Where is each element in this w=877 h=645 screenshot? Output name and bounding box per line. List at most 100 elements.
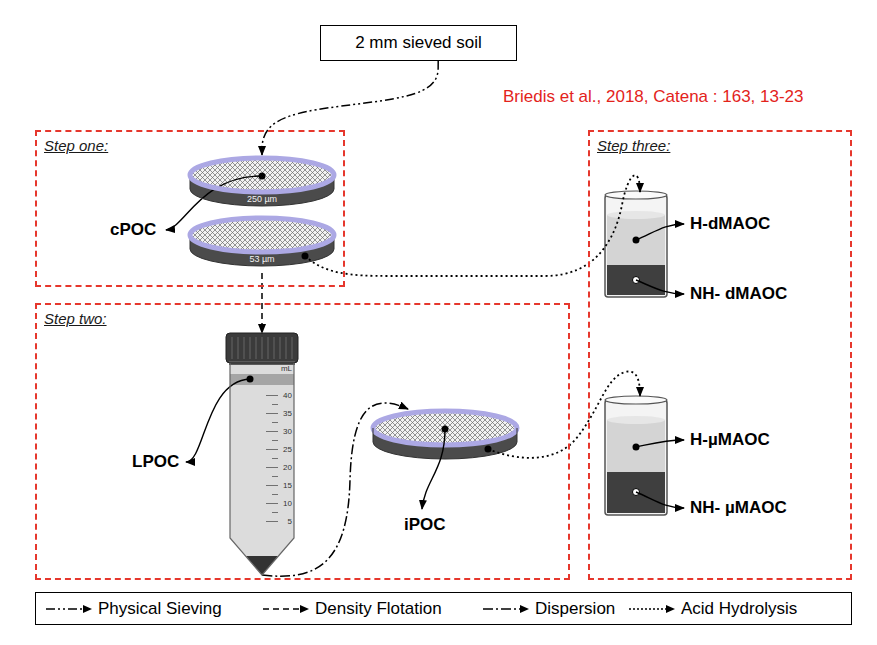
cap-ridge bbox=[244, 337, 245, 359]
beaker-solution bbox=[607, 420, 665, 472]
tube-scale: 15 bbox=[283, 481, 292, 490]
tube-scale: mL bbox=[281, 364, 292, 373]
tube-scale: 5 bbox=[288, 517, 292, 526]
tube-wall bbox=[230, 363, 294, 575]
cap-ridge bbox=[238, 337, 239, 359]
sieve: 53 µm bbox=[187, 215, 337, 273]
scale-tick bbox=[266, 395, 278, 396]
tube-body bbox=[230, 363, 294, 575]
leader-line bbox=[422, 429, 445, 509]
tube-scale: 25 bbox=[283, 445, 292, 454]
scale-tick bbox=[266, 521, 278, 522]
cap-ridge bbox=[250, 337, 251, 359]
tube-scale: 40 bbox=[283, 391, 292, 400]
tube-pellet bbox=[246, 556, 278, 575]
sieve-outline bbox=[187, 155, 337, 213]
leader-line bbox=[186, 379, 250, 462]
scale-tick bbox=[272, 458, 278, 459]
cap-ridge bbox=[268, 337, 269, 359]
scale-tick bbox=[266, 467, 278, 468]
beaker-solution-top bbox=[607, 416, 665, 424]
legend-sample bbox=[46, 603, 92, 615]
step-heading: Step one: bbox=[44, 137, 108, 155]
legend-text: Density Flotation bbox=[315, 599, 442, 619]
sieve: 250 µm bbox=[187, 155, 337, 213]
scale-tick bbox=[266, 413, 278, 414]
legend-line bbox=[483, 608, 521, 610]
sieve-ring bbox=[190, 218, 334, 252]
legend-line bbox=[263, 608, 301, 610]
legend-item: Acid Hydrolysis bbox=[629, 593, 797, 624]
legend-item: Physical Sieving bbox=[46, 593, 222, 624]
scale-tick bbox=[272, 404, 278, 405]
sieve-outline bbox=[187, 215, 337, 273]
legend-sample bbox=[263, 603, 309, 615]
legend-arrow-head bbox=[520, 605, 529, 613]
float-layer bbox=[230, 374, 294, 385]
tube-cap bbox=[226, 333, 298, 363]
beaker bbox=[605, 400, 667, 515]
step-panel: 250 µm 53 µm Step one: bbox=[35, 130, 345, 287]
legend-text: Acid Hydrolysis bbox=[681, 599, 797, 619]
step-heading: Step three: bbox=[597, 137, 670, 155]
cap-ridge bbox=[262, 337, 263, 359]
scale-tick bbox=[266, 485, 278, 486]
scale-tick bbox=[272, 494, 278, 495]
cap-ridge bbox=[232, 337, 233, 359]
centrifuge-tube: mL 40 35 30 25 20 15 10 5 bbox=[222, 333, 302, 577]
legend-line bbox=[629, 608, 667, 610]
fraction-label: NH- µMAOC bbox=[690, 497, 787, 519]
fraction-label: NH- dMAOC bbox=[690, 283, 787, 305]
tube-scale: 30 bbox=[283, 427, 292, 436]
hydrolysis-path bbox=[488, 372, 640, 458]
legend-arrow-head bbox=[83, 605, 92, 613]
scale-tick bbox=[266, 431, 278, 432]
legend-line bbox=[46, 608, 84, 610]
legend-box: Physical Sieving Density Flotation Dispers… bbox=[35, 592, 852, 625]
scale-tick bbox=[266, 449, 278, 450]
fraction-label: iPOC bbox=[404, 514, 446, 536]
tube-scale: 20 bbox=[283, 463, 292, 472]
scale-tick bbox=[266, 503, 278, 504]
step-heading: Step two: bbox=[44, 310, 107, 328]
leader-line bbox=[636, 492, 684, 508]
step-panel: mL 40 35 30 25 20 15 10 5 Step two: bbox=[35, 303, 570, 580]
legend-arrow-head bbox=[300, 605, 309, 613]
legend-item: Dispersion bbox=[483, 593, 615, 624]
leader-line bbox=[636, 280, 684, 294]
scale-tick bbox=[272, 512, 278, 513]
sieve-ring bbox=[190, 158, 334, 192]
legend-text: Physical Sieving bbox=[98, 599, 222, 619]
citation: Briedis et al., 2018, Catena : 163, 13-2… bbox=[503, 86, 804, 108]
scale-tick bbox=[272, 476, 278, 477]
tube-scale: 35 bbox=[283, 409, 292, 418]
legend-arrow-head bbox=[666, 605, 675, 613]
beaker-solution-top bbox=[607, 211, 665, 219]
beaker-rim bbox=[605, 396, 667, 404]
leader-line bbox=[636, 224, 684, 240]
beaker bbox=[605, 195, 667, 297]
legend-text: Dispersion bbox=[535, 599, 615, 619]
tube-scale: 10 bbox=[283, 499, 292, 508]
cap-ridge bbox=[280, 337, 281, 359]
flow-arrow bbox=[262, 61, 438, 155]
legend-sample bbox=[629, 603, 675, 615]
box-label: 2 mm sieved soil bbox=[355, 33, 482, 53]
legend-item: Density Flotation bbox=[263, 593, 442, 624]
process-box: 2 mm sieved soil bbox=[320, 25, 517, 61]
mesh-size: 250 µm bbox=[187, 194, 337, 205]
cap-ridge bbox=[274, 337, 275, 359]
fraction-label: LPOC bbox=[132, 451, 179, 473]
leader-line bbox=[636, 440, 684, 447]
fraction-label: H-dMAOC bbox=[690, 213, 770, 235]
legend-sample bbox=[483, 603, 529, 615]
beaker-rim bbox=[605, 191, 667, 199]
cap-ridge bbox=[292, 337, 293, 359]
fraction-label: cPOC bbox=[110, 219, 156, 241]
scale-tick bbox=[272, 440, 278, 441]
scale-tick bbox=[272, 422, 278, 423]
cap-ridge bbox=[256, 337, 257, 359]
mesh-size: 53 µm bbox=[187, 254, 337, 265]
cap-outline bbox=[226, 333, 298, 363]
fraction-label: H-µMAOC bbox=[690, 429, 770, 451]
